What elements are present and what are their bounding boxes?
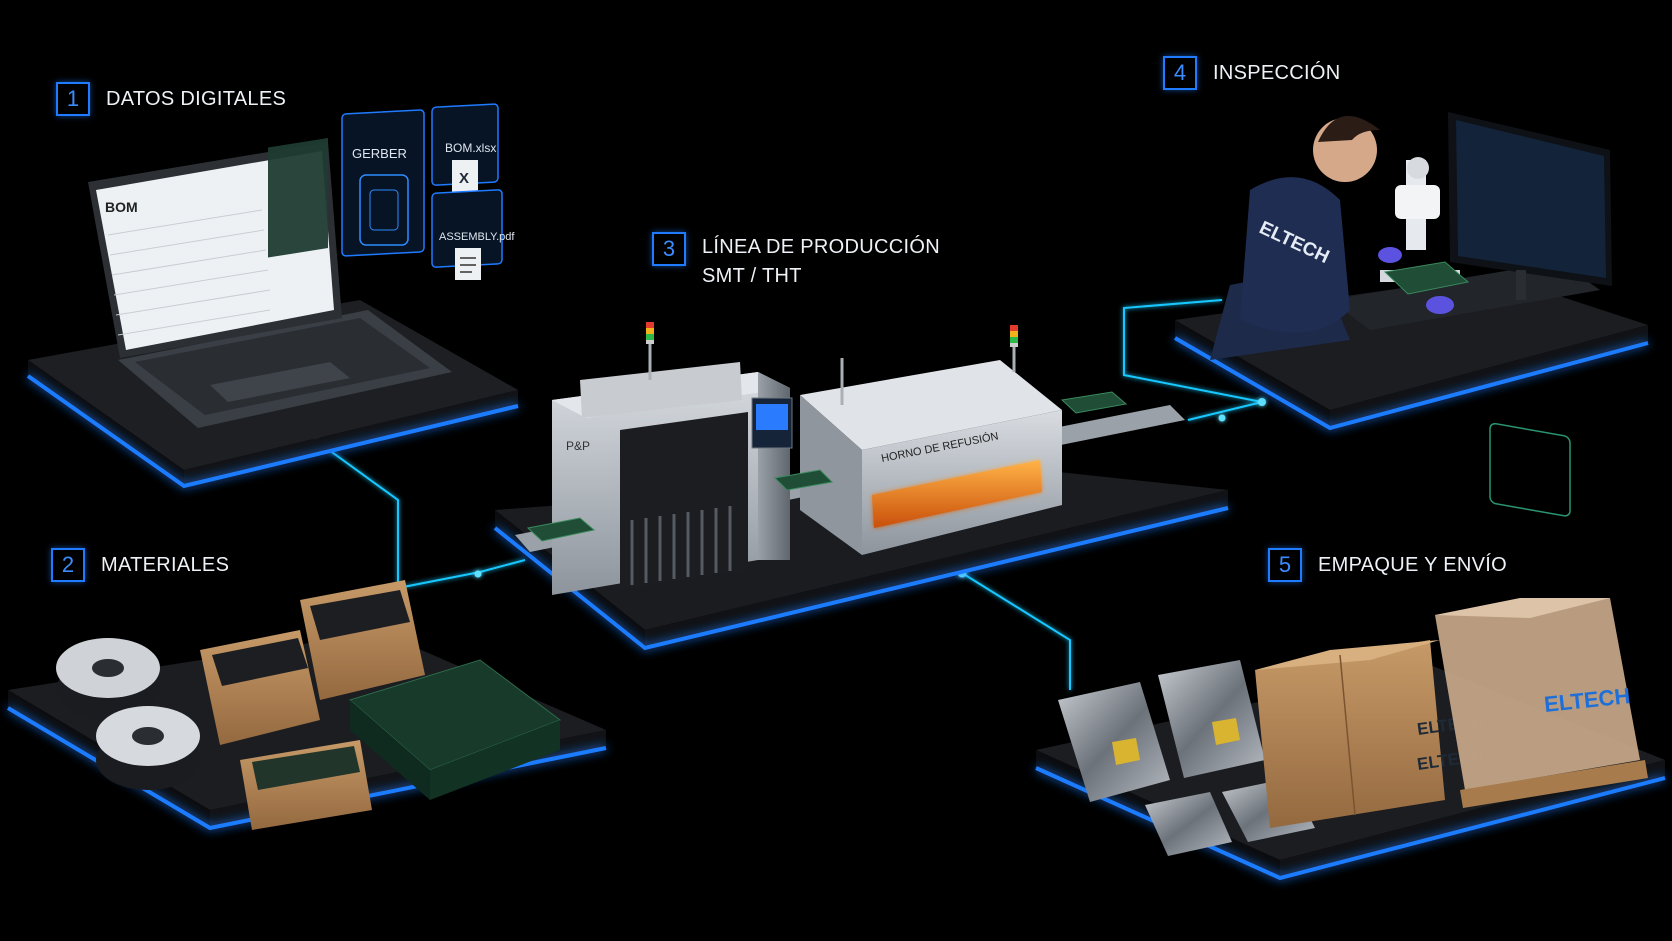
laptop: BOM [88, 138, 452, 428]
microscope [1380, 157, 1460, 282]
file-card-gerber: GERBER [341, 109, 425, 257]
laptop-screen-title: BOM [105, 199, 138, 215]
step-2-number: 2 [51, 548, 85, 582]
excel-icon [452, 160, 478, 192]
connector-node [1218, 414, 1226, 422]
pallet: ELTECH [1435, 598, 1648, 808]
step-5-label: 5 EMPAQUE Y ENVÍO [1268, 548, 1507, 582]
inspected-pcb [1383, 261, 1470, 295]
step-4-number: 4 [1163, 56, 1197, 90]
file-card-bom: BOM.xlsx X [431, 103, 499, 192]
step-1-label: 1 DATOS DIGITALES [56, 82, 286, 116]
component-reels [56, 638, 200, 790]
pcb-stack [348, 659, 562, 800]
feeder-bank [630, 506, 732, 585]
esd-warning-label [1112, 738, 1140, 765]
step-3-number: 3 [652, 232, 686, 266]
excel-icon-letter: X [459, 170, 469, 187]
connector-node [474, 570, 482, 578]
assembly-file-label: ASSEMBLY.pdf [439, 231, 515, 243]
platform-materials [6, 580, 607, 831]
bom-file-label: BOM.xlsx [445, 141, 496, 155]
component-boxes [200, 580, 425, 830]
step-3-title-line: LÍNEA DE PRODUCCIÓN [702, 236, 940, 258]
step-5-title: EMPAQUE Y ENVÍO [1318, 553, 1508, 576]
reflow-oven: HORNO DE REFUSIÓN [800, 325, 1062, 555]
step-2-title: MATERIALES [101, 553, 230, 576]
platform-inspection: ELTECH [1173, 112, 1649, 517]
spreadsheet-grid [107, 209, 271, 336]
pick-place-label: P&P [566, 439, 590, 453]
gerber-label: GERBER [352, 146, 407, 161]
step-5-number: 5 [1268, 548, 1302, 582]
inspection-monitor [1448, 112, 1612, 517]
pdf-icon [455, 248, 481, 280]
pick-and-place-machine: P&P [552, 322, 793, 595]
platform-digital-data: BOM GERBER BOM.xlsx X ASSEMBLY [26, 103, 519, 489]
glove [1426, 296, 1454, 314]
connector-3-5 [961, 572, 1071, 690]
step-2-label: 2 MATERIALES [51, 548, 229, 582]
step-3-title: LÍNEA DE PRODUCCIÓN SMT / THT [702, 233, 940, 291]
step-4-label: 4 INSPECCIÓN [1163, 56, 1340, 90]
esd-warning-label [1212, 718, 1240, 745]
step-3-label: 3 LÍNEA DE PRODUCCIÓN SMT / THT [652, 232, 940, 291]
step-4-title: INSPECCIÓN [1213, 61, 1341, 84]
technician: ELTECH [1210, 116, 1470, 360]
oven-heating-window [872, 460, 1042, 528]
step-3-subtitle: SMT / THT [702, 265, 802, 287]
platform-packaging-shipping: ELTECH ELTECH ELTECH [1035, 598, 1666, 881]
step-1-number: 1 [56, 82, 90, 116]
connector-3-4 [1123, 299, 1263, 421]
step-1-title: DATOS DIGITALES [106, 87, 287, 110]
connector-node [1258, 398, 1266, 406]
pcbs-on-conveyor [526, 391, 1128, 542]
file-card-assembly: ASSEMBLY.pdf [431, 189, 515, 280]
gerber-icon [359, 174, 409, 246]
glove [1378, 247, 1402, 263]
platform-production-line: P&P HORNO DE REFUSIÓN [493, 322, 1229, 651]
connector-1-2 [317, 441, 526, 590]
